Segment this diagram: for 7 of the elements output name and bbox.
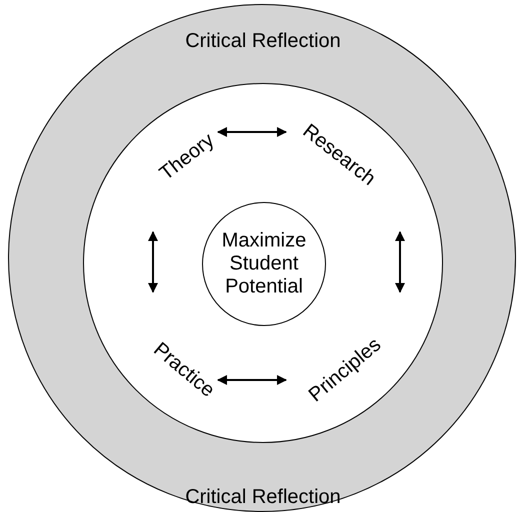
double-arrow	[148, 231, 158, 293]
double-arrow	[217, 127, 287, 137]
double-arrow	[217, 375, 287, 385]
ring-label: Critical Reflection	[185, 30, 341, 52]
ring-label: Critical Reflection	[185, 486, 341, 508]
center-label: Maximize Student Potential	[220, 230, 308, 298]
double-arrow	[395, 231, 405, 293]
